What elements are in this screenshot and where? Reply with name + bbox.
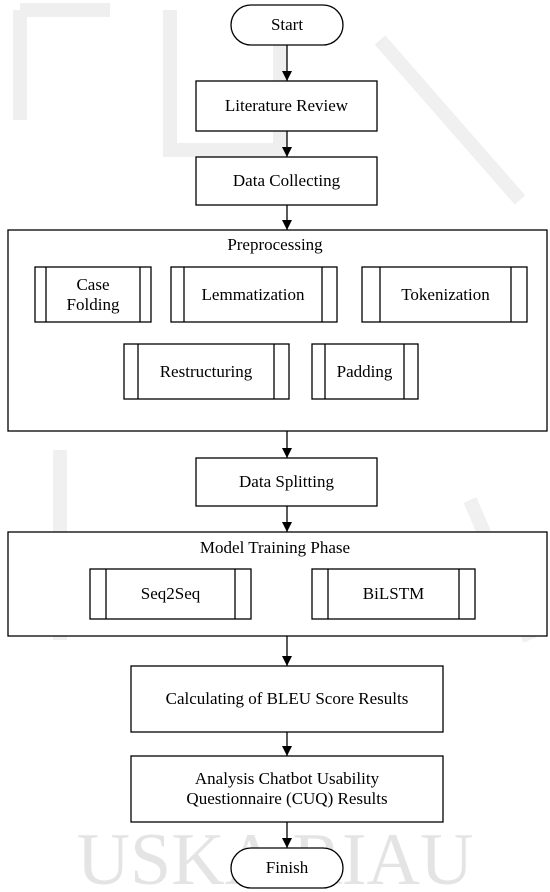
node-seq2seq [89,568,252,620]
node-start [230,4,344,46]
node-bleu [130,665,444,733]
model-training-title: Model Training Phase [199,538,351,557]
node-bilstm [311,568,476,620]
node-literature-review [195,80,378,132]
node-restructuring [123,343,290,400]
node-data-collecting [195,156,378,206]
nodes [7,4,548,889]
preprocessing-title: Preprocessing [227,235,323,254]
node-data-splitting [195,457,378,507]
node-tokenization [361,266,528,323]
group-preprocessing [7,229,548,432]
watermark-logo-top [13,3,287,157]
node-padding [311,343,419,400]
node-case-folding [34,266,152,323]
node-lemmatization [170,266,338,323]
node-finish [230,847,344,889]
node-cuq [130,755,444,823]
